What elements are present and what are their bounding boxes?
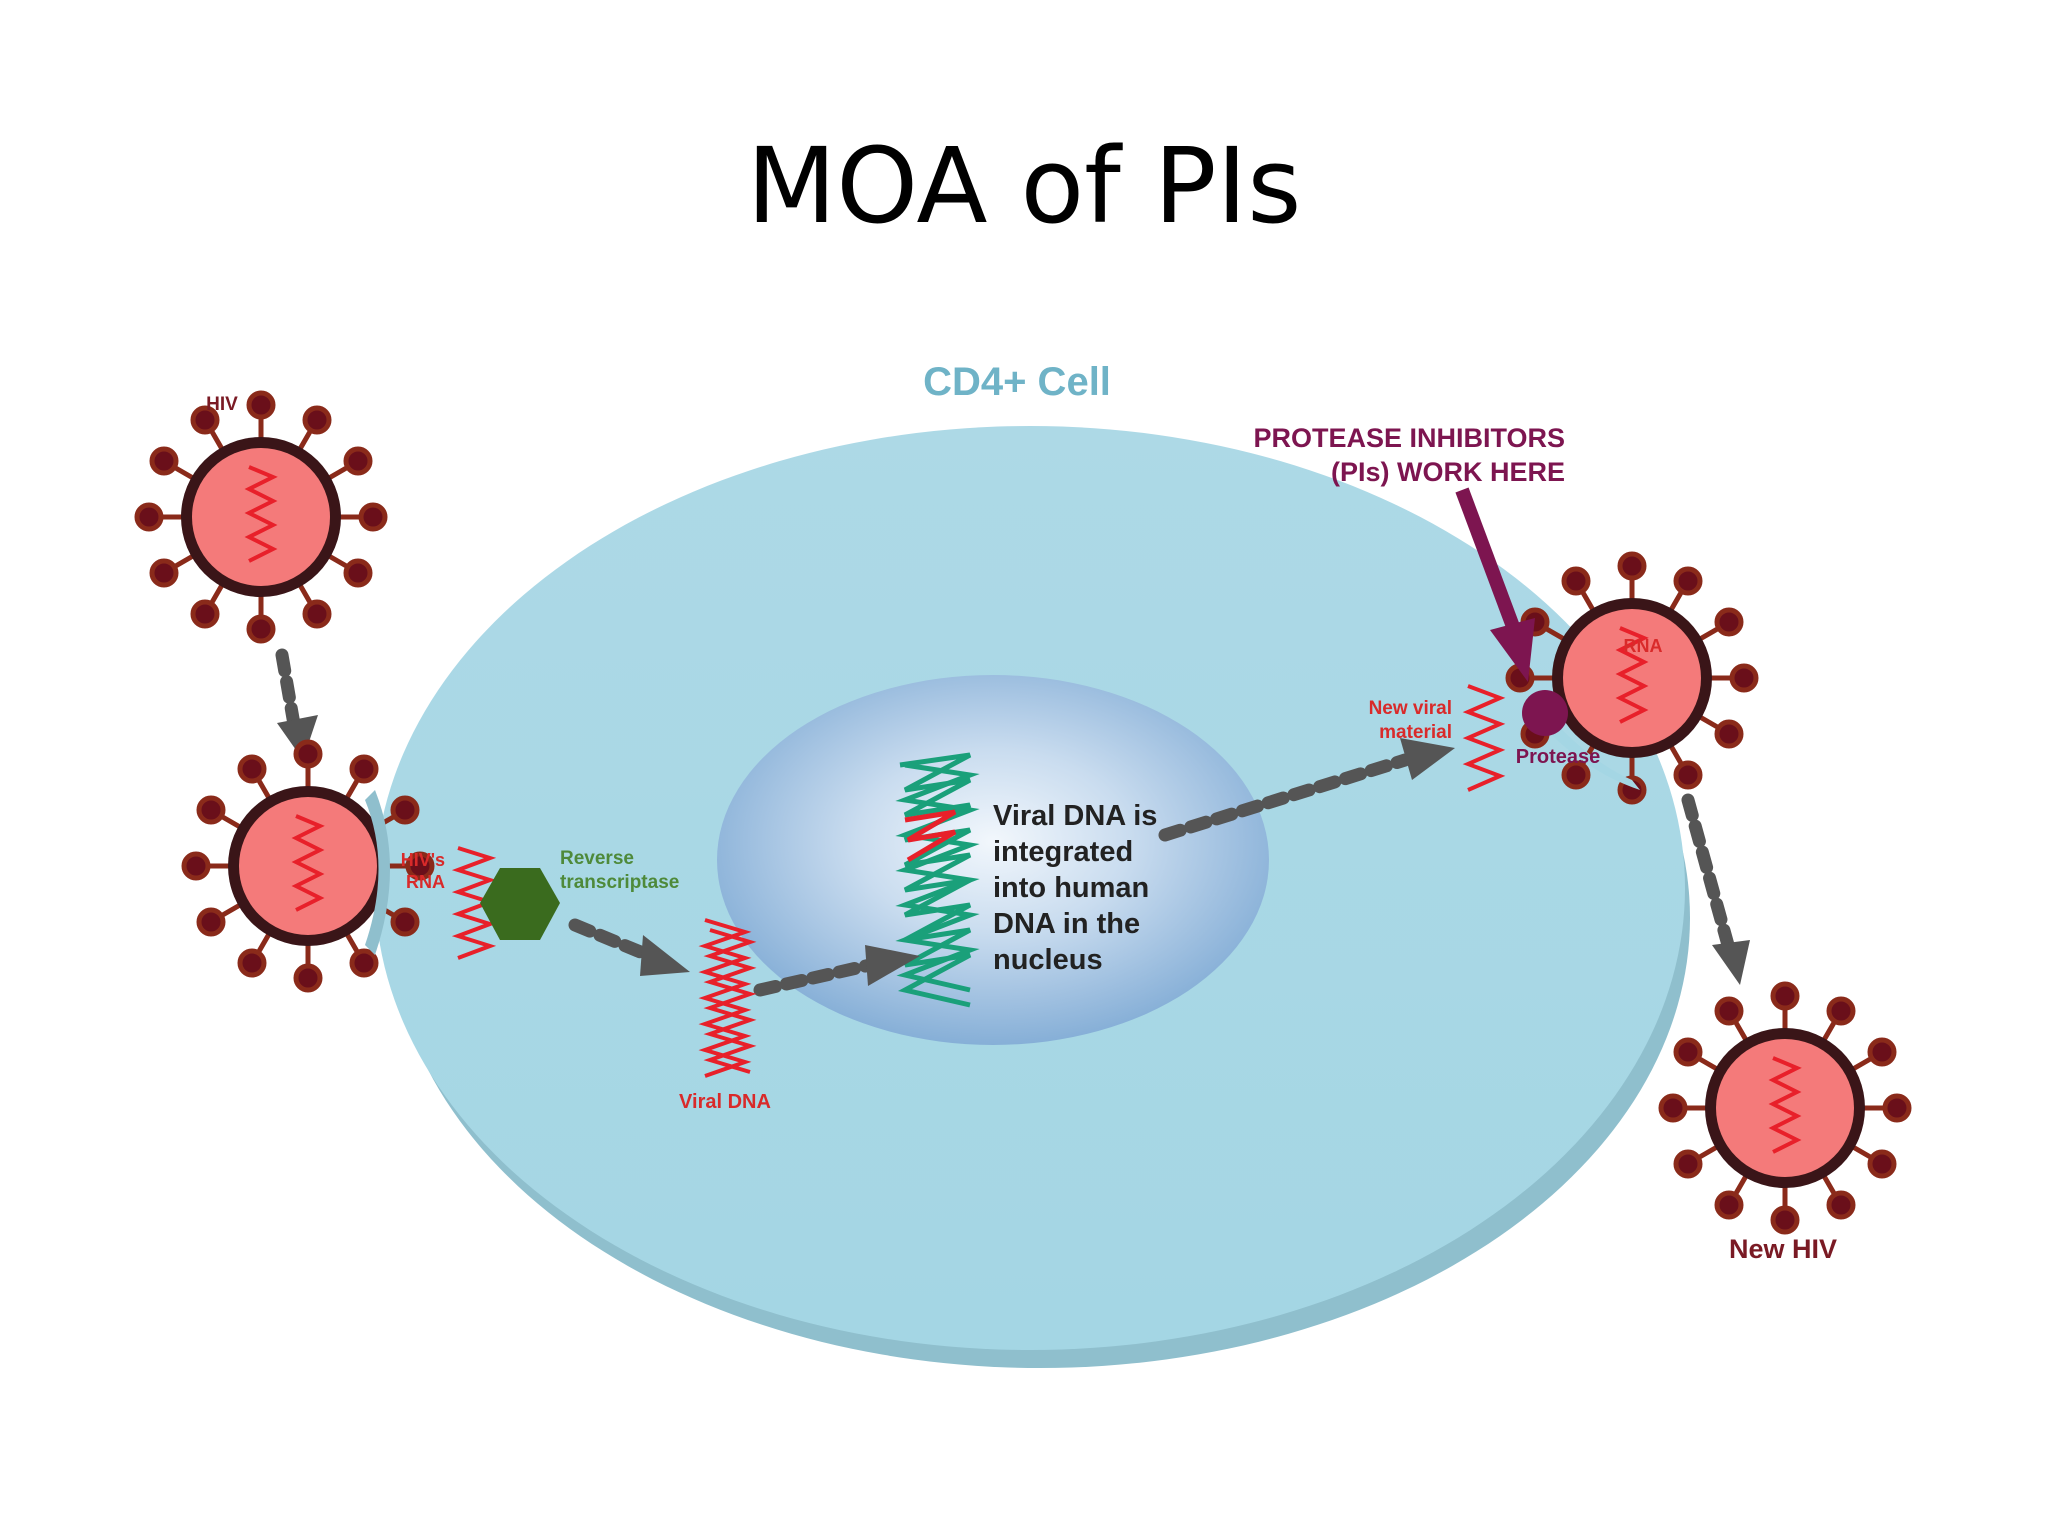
- nucleus-text-line-1: Viral DNA is: [993, 800, 1157, 832]
- new-viral-material-label-line-2: material: [1379, 722, 1452, 743]
- hiv-rna-label-line-1: HIV's: [401, 850, 445, 870]
- arrow-hiv-to-attach: [275, 648, 302, 737]
- arrowhead-2: [640, 935, 690, 976]
- new-viral-material-label: New viral material: [1369, 698, 1452, 743]
- nucleus-text-line-4: DNA in the: [993, 908, 1140, 940]
- arrow-rt-to-viral-dna: [568, 918, 662, 965]
- reverse-transcriptase-hexagon: [480, 868, 560, 940]
- pi-arrow: [1455, 487, 1535, 682]
- membrane-fusion: [365, 790, 390, 955]
- pi-callout-line-2: (PIs) WORK HERE: [1331, 457, 1565, 487]
- human-dna-helix: [895, 752, 980, 1008]
- viral-dna-strand: [698, 918, 757, 1078]
- nucleus-text-line-3: into human: [993, 872, 1149, 904]
- pi-callout: PROTEASE INHIBITORS (PIs) WORK HERE: [1253, 423, 1565, 487]
- reverse-transcriptase-label-line-2: transcriptase: [560, 872, 679, 893]
- arrowhead-1: [277, 715, 318, 760]
- hiv-rna-label: HIV's RNA: [401, 850, 445, 892]
- hiv-rna-label-line-2: RNA: [406, 872, 445, 892]
- hiv-virus-incoming: [137, 393, 385, 641]
- new-viral-material-label-line-1: New viral: [1369, 698, 1452, 719]
- hiv-virus-new: [1661, 984, 1909, 1232]
- hiv-label: HIV: [206, 394, 238, 415]
- viral-dna-label: Viral DNA: [679, 1091, 771, 1113]
- pi-callout-line-1: PROTEASE INHIBITORS: [1253, 423, 1565, 453]
- slide-title: MOA of PIs: [746, 125, 1302, 247]
- arrowhead-3: [865, 945, 920, 986]
- nucleus-text: Viral DNA is integrated into human DNA i…: [993, 800, 1157, 976]
- nucleus-text-line-5: nucleus: [993, 944, 1103, 976]
- nucleus: [717, 675, 1269, 1045]
- protease-icon: [1522, 690, 1568, 736]
- protease-label: Protease: [1516, 746, 1601, 768]
- nucleus-text-line-2: integrated: [993, 836, 1133, 868]
- reverse-transcriptase-label: Reverse transcriptase: [560, 848, 679, 893]
- flow-arrows: [275, 648, 1735, 997]
- arrow-budding-to-new-hiv: [1681, 793, 1735, 952]
- cell-label: CD4+ Cell: [923, 360, 1111, 404]
- flow-arrowheads: [277, 715, 1750, 986]
- arrowhead-4: [1400, 738, 1455, 780]
- new-hiv-label: New HIV: [1729, 1234, 1837, 1264]
- new-viral-material-strand: [1462, 684, 1506, 792]
- arrowhead-5: [1712, 940, 1750, 985]
- hiv-virus-attaching: [184, 742, 432, 990]
- arrow-viral-dna-to-nucleus: [753, 958, 877, 997]
- arrow-nucleus-to-new-material: [1158, 753, 1412, 842]
- rna-label: RNA: [1624, 636, 1663, 656]
- reverse-transcriptase-label-line-1: Reverse: [560, 848, 634, 869]
